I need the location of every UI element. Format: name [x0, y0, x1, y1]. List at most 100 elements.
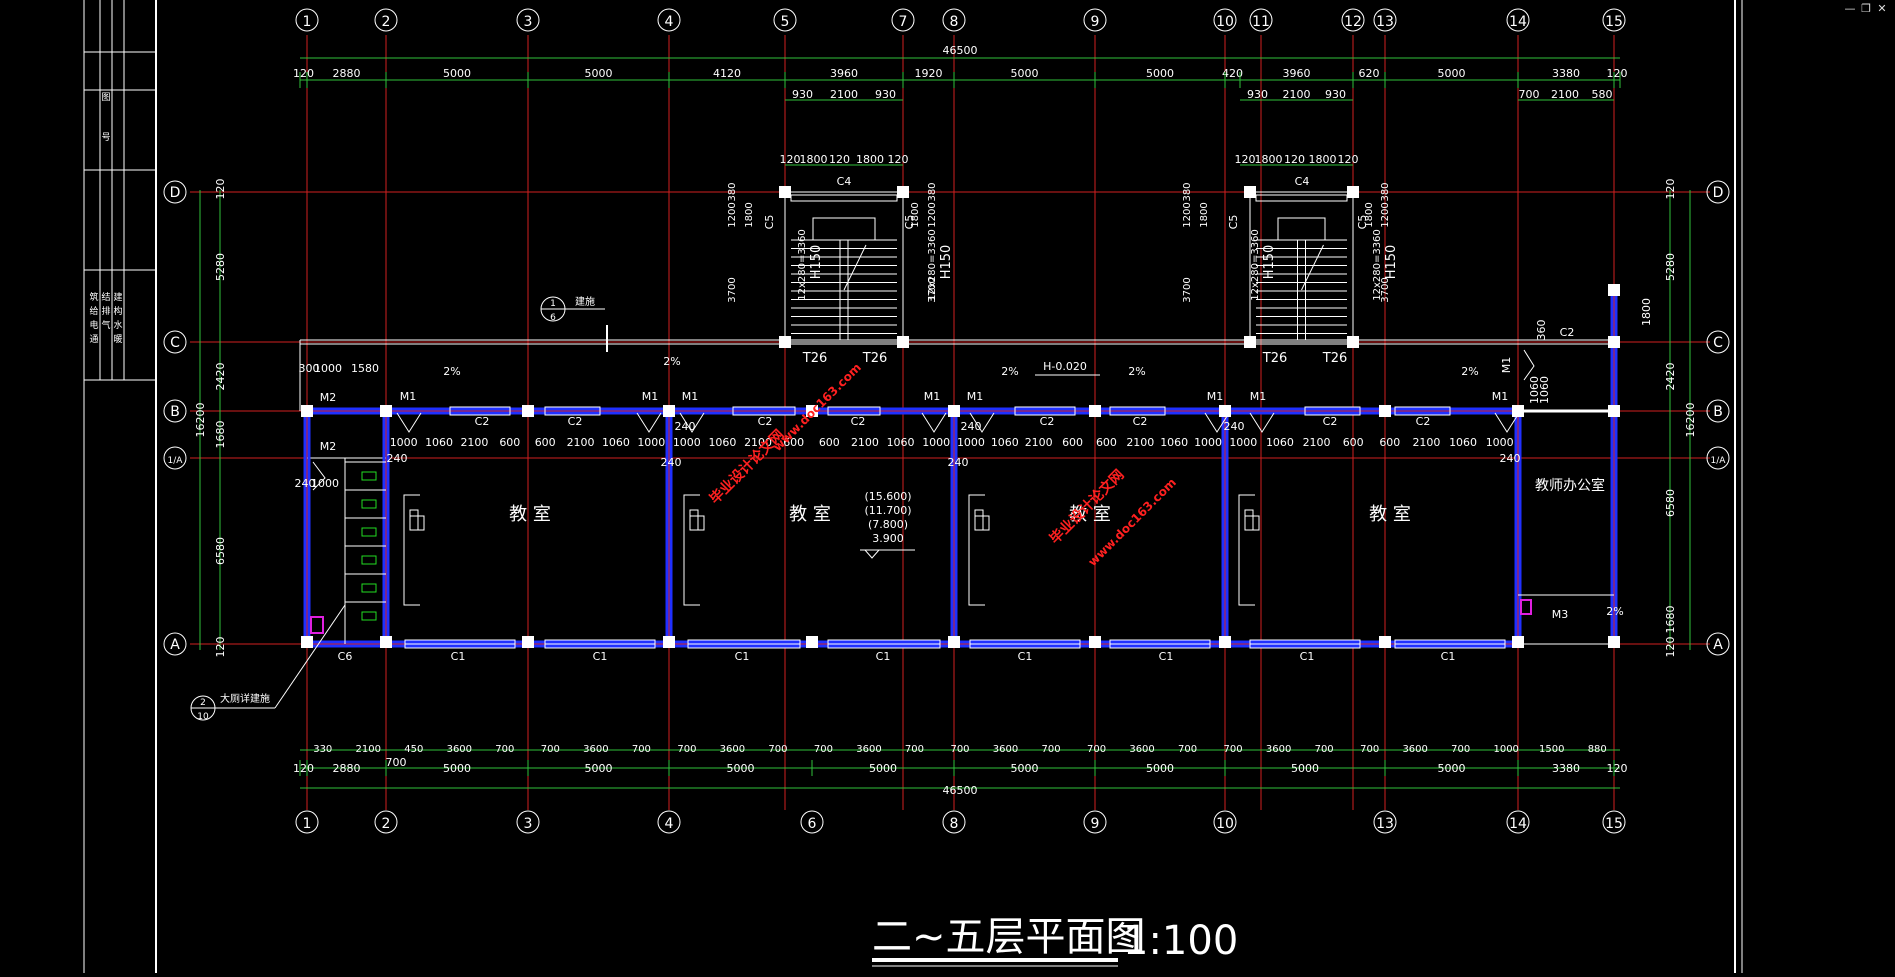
axis-label-bottom: 15 [1605, 816, 1623, 832]
toilet-fixture [361, 527, 377, 537]
stair-enclosure [1249, 191, 1354, 343]
column [301, 405, 313, 417]
elevation-label: (7.800) [868, 518, 908, 531]
dim-office: 1060 [1538, 376, 1551, 404]
axis-label-top: 5 [781, 14, 790, 30]
axis-bubble-bottom [295, 810, 319, 834]
door-label-m2: M2 [320, 440, 337, 453]
axis-bubble-top [1602, 8, 1626, 32]
dim-right: 1680 [1664, 606, 1677, 634]
dim-stair-width: 120 [1284, 153, 1305, 166]
annotations: 教 室教 室教 室教 室教师办公室(15.600)(11.700)(7.800)… [190, 175, 1653, 722]
dim-corridor: 1000 [1229, 436, 1257, 449]
window-label-c4: C4 [837, 175, 852, 188]
dim-office: 580 [1592, 88, 1613, 101]
door-swing [312, 461, 326, 491]
column [779, 186, 791, 198]
column [380, 405, 392, 417]
axis-bubble-bottom [1506, 810, 1530, 834]
window-c2 [1109, 406, 1166, 416]
detail-ref: 建施 [575, 295, 595, 308]
column [806, 636, 818, 648]
elevation-label: (15.600) [864, 490, 911, 503]
dim-bottom-window: 700 [1041, 744, 1060, 755]
dim-bottom-window: 450 [404, 744, 423, 755]
dim-corridor: 1060 [991, 436, 1019, 449]
window-controls: — ❐ ✕ [1837, 0, 1895, 26]
dim-bottom-window: 700 [814, 744, 833, 755]
axis-label-row: A [1713, 637, 1723, 653]
close-icon[interactable]: ✕ [1877, 2, 1887, 15]
stair-landing [812, 217, 876, 241]
title-block-text: 气 [101, 319, 110, 331]
dim-corridor: 600 [499, 436, 520, 449]
window-label-c1: C1 [735, 650, 750, 663]
title-block-text: 水 [113, 319, 122, 331]
stair-dim: 1200 [1182, 202, 1193, 227]
axis-bubble-bottom [1373, 810, 1397, 834]
stair-dim: 1800 [744, 202, 755, 227]
title-block-text: 给 [89, 305, 98, 317]
dim-bottom-window: 880 [1588, 744, 1607, 755]
stair-tread-label: 12x280=3360 [927, 229, 938, 301]
dim-bottom: 2880 [333, 762, 361, 775]
restore-icon[interactable]: ❐ [1861, 2, 1871, 15]
axis-label-top: 11 [1252, 14, 1270, 30]
dim-top: 620 [1359, 67, 1380, 80]
column [1347, 336, 1359, 348]
dim-bottom-window: 700 [950, 744, 969, 755]
axis-label-row: D [1713, 185, 1724, 201]
dim-corridor: 1000 [1194, 436, 1222, 449]
room-label-classroom: 教 室 [509, 504, 551, 525]
dim-bottom: 120 [1607, 762, 1628, 775]
column [1608, 336, 1620, 348]
stair-dim: 380 [927, 182, 938, 201]
axis-bubble-bottom [800, 810, 824, 834]
axis-bubble-row [163, 632, 187, 656]
column [1608, 636, 1620, 648]
column [948, 405, 960, 417]
detail-num: 2 [200, 698, 206, 708]
window-c4 [1255, 194, 1348, 202]
minimize-icon[interactable]: — [1844, 2, 1856, 15]
dim-stair-width: 1800 [800, 153, 828, 166]
title-block-text: 结 [101, 291, 110, 303]
window-label-c5: C5 [1356, 215, 1369, 230]
dim-stair: 930 [875, 88, 896, 101]
dim-stair: 2100 [830, 88, 858, 101]
drawing-title: 二~五层平面图 [872, 914, 1146, 960]
window-label-c2: C2 [1560, 326, 1575, 339]
axis-label-bottom: 14 [1509, 816, 1527, 832]
dim-left: 2420 [214, 363, 227, 391]
axis-label-top: 12 [1344, 14, 1362, 30]
dim-corridor: 2100 [1412, 436, 1440, 449]
dim-left: 6580 [214, 537, 227, 565]
desk [689, 515, 705, 531]
elevation-label: 3.900 [872, 532, 904, 545]
dim-right: 6580 [1664, 489, 1677, 517]
dim-stair-width: 120 [780, 153, 801, 166]
dim-corridor: 1000 [637, 436, 665, 449]
axis-bubble-top [374, 8, 398, 32]
door-label-m1: M1 [1207, 390, 1224, 403]
dim-top: 5000 [443, 67, 471, 80]
door-label-m1: M1 [924, 390, 941, 403]
level-mark: H-0.020 [1043, 360, 1087, 373]
stair-arrow [1301, 244, 1324, 291]
dim-240: 240 [1500, 452, 1521, 465]
dim-corridor: 600 [535, 436, 556, 449]
dim-corridor: 1000 [673, 436, 701, 449]
window-label-c2: C2 [1040, 415, 1055, 428]
axis-bubble-top [657, 8, 681, 32]
dim-top: 3380 [1552, 67, 1580, 80]
dim-bottom-window: 3600 [1402, 744, 1427, 755]
stair-dim: 3700 [727, 277, 738, 302]
title-block-text: 筑 [89, 291, 98, 303]
dim-corridor: 1000 [957, 436, 985, 449]
dim-bottom: 5000 [727, 762, 755, 775]
door-swing [636, 412, 662, 433]
dim-top: 5000 [1438, 67, 1466, 80]
dim-bottom: 5000 [869, 762, 897, 775]
dim-bottom-window: 3600 [447, 744, 472, 755]
